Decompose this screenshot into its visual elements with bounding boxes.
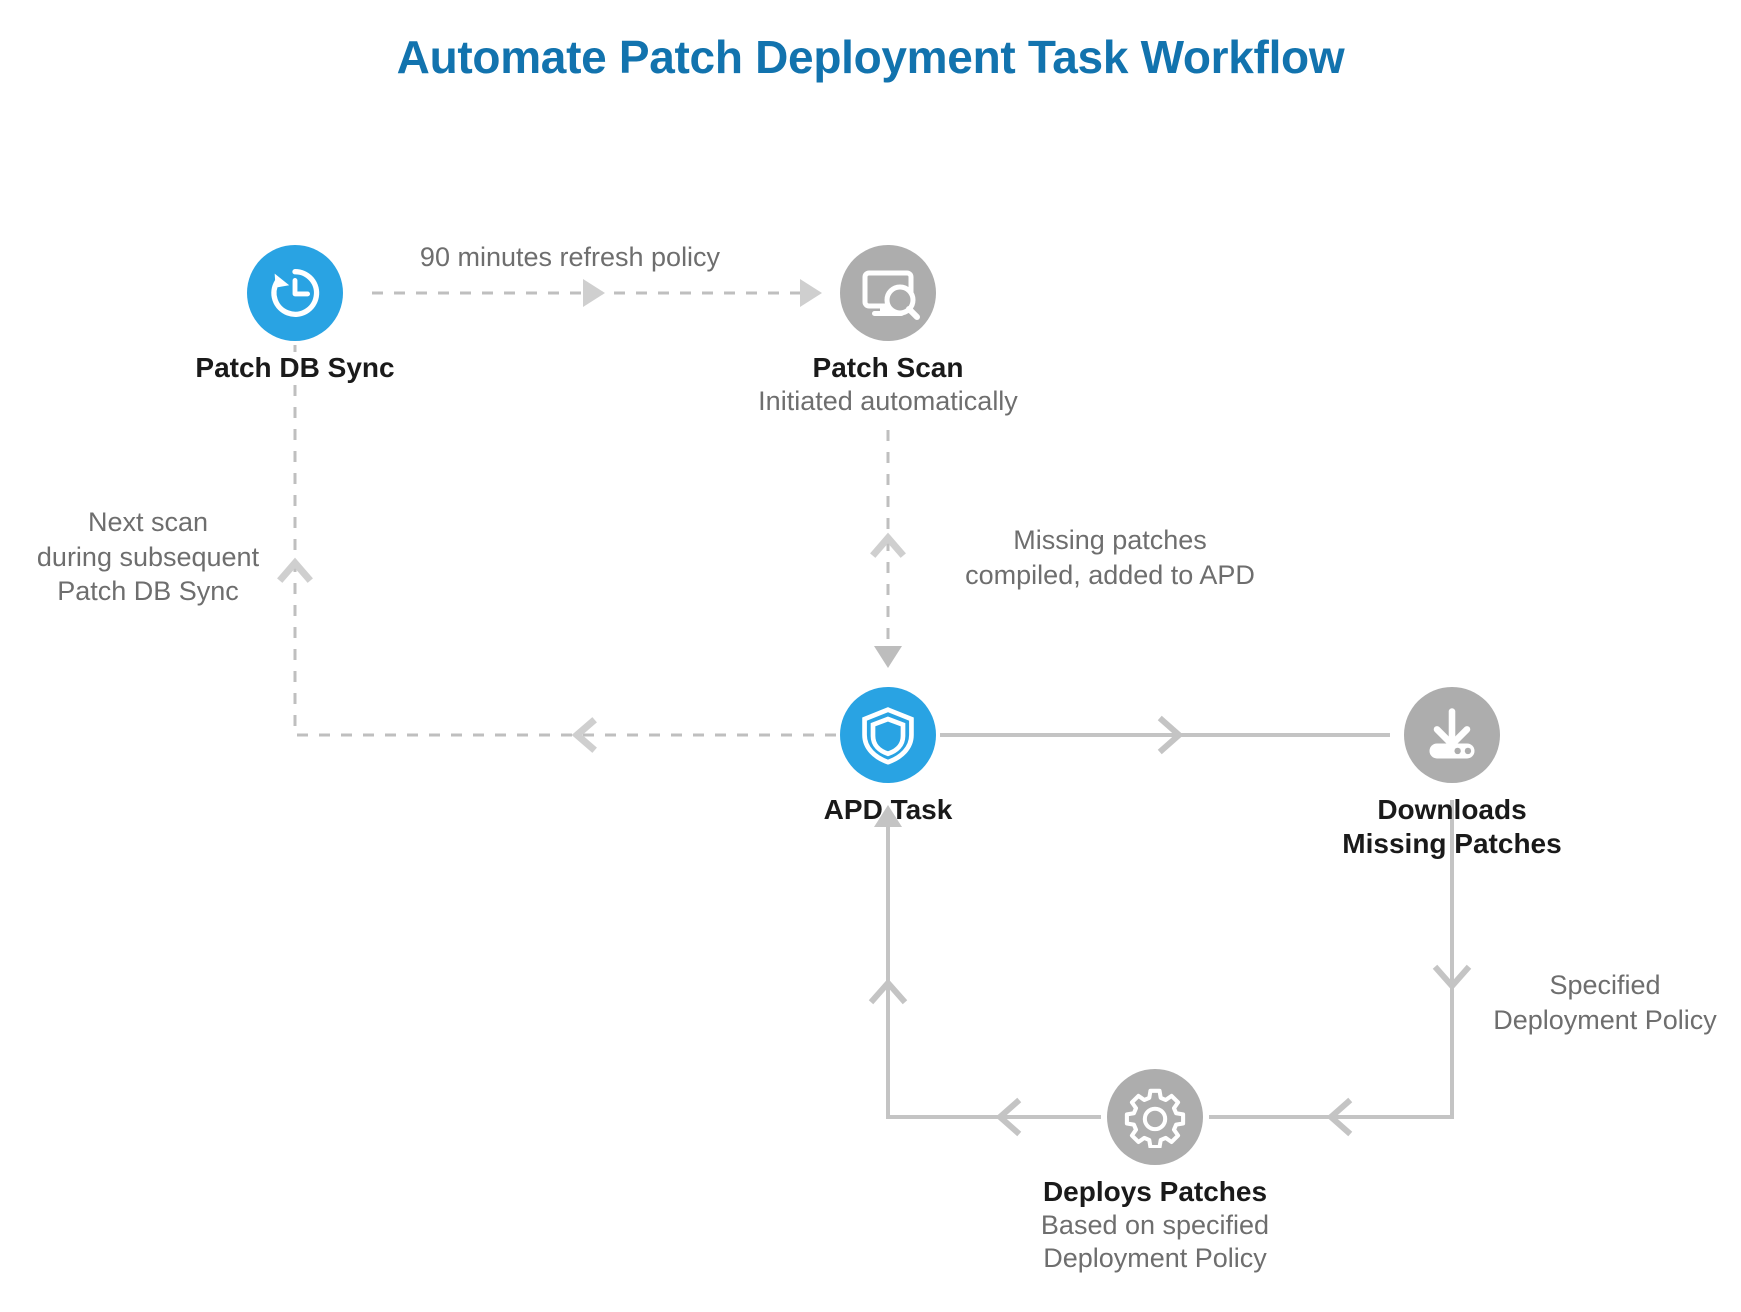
deploys-patches-sublabel-line1: Based on specified xyxy=(1040,1210,1270,1241)
edge-deploys-to-apd xyxy=(868,805,1101,1137)
edge-label-apd-to-sync-line3: Patch DB Sync xyxy=(57,576,239,607)
patch-scan-sublabel: Initiated automatically xyxy=(758,386,1018,417)
edge-label-scan-to-apd-line1: Missing patches xyxy=(1013,525,1207,555)
downloads-label-line2: Missing Patches xyxy=(1342,828,1562,860)
deploys-patches-sublabel-line2: Deployment Policy xyxy=(1043,1243,1267,1274)
edge-label-downloads-to-deploys-line1: Specified xyxy=(1549,970,1661,1000)
monitor-magnifier-icon xyxy=(862,270,920,320)
downloads-circle xyxy=(1404,687,1500,783)
patch-scan-circle xyxy=(840,245,936,341)
edge-label-sync-to-scan-line1: 90 minutes refresh policy xyxy=(419,242,721,272)
patch-scan-label: Patch Scan xyxy=(812,352,964,383)
edge-label-downloads-to-deploys-line2: Deployment Policy xyxy=(1493,1004,1717,1035)
edge-label-apd-to-sync: Next scan during subsequent Patch DB Syn… xyxy=(20,505,276,609)
edge-label-sync-to-scan: 90 minutes refresh policy xyxy=(400,240,740,275)
patch-db-sync-labels: Patch DB Sync xyxy=(35,351,555,385)
deploys-patches-labels: Deploys Patches Based on specified Deplo… xyxy=(895,1175,1415,1275)
patch-scan-labels: Patch Scan Initiated automatically xyxy=(628,351,1148,418)
history-clock-icon xyxy=(271,269,320,317)
apd-task-labels: APD Task xyxy=(628,793,1148,827)
edge-label-downloads-to-deploys: Specified Deployment Policy xyxy=(1480,968,1730,1037)
deploys-patches-label: Deploys Patches xyxy=(1042,1176,1268,1207)
patch-db-sync-circle xyxy=(247,245,343,341)
edge-apd-to-downloads xyxy=(940,715,1390,755)
page-title: Automate Patch Deployment Task Workflow xyxy=(396,31,1345,83)
downloads-labels: Downloads Missing Patches xyxy=(1192,793,1712,861)
edge-scan-to-apd xyxy=(870,430,906,668)
edge-label-scan-to-apd: Missing patches compiled, added to APD xyxy=(900,523,1320,592)
apd-task-label: APD Task xyxy=(823,794,953,825)
download-tray-icon xyxy=(1429,708,1475,759)
downloads-label-line1: Downloads xyxy=(1377,794,1527,825)
deploys-patches-circle xyxy=(1107,1069,1203,1165)
shield-icon xyxy=(862,707,914,765)
edge-sync-to-scan xyxy=(372,279,822,307)
edge-label-apd-to-sync-line1: Next scan xyxy=(87,507,209,537)
patch-db-sync-label: Patch DB Sync xyxy=(195,352,395,383)
edge-label-apd-to-sync-line2: during subsequent xyxy=(36,541,260,572)
gear-icon xyxy=(1124,1088,1186,1148)
edge-label-scan-to-apd-line2: compiled, added to APD xyxy=(965,559,1255,590)
apd-task-circle xyxy=(840,687,936,783)
